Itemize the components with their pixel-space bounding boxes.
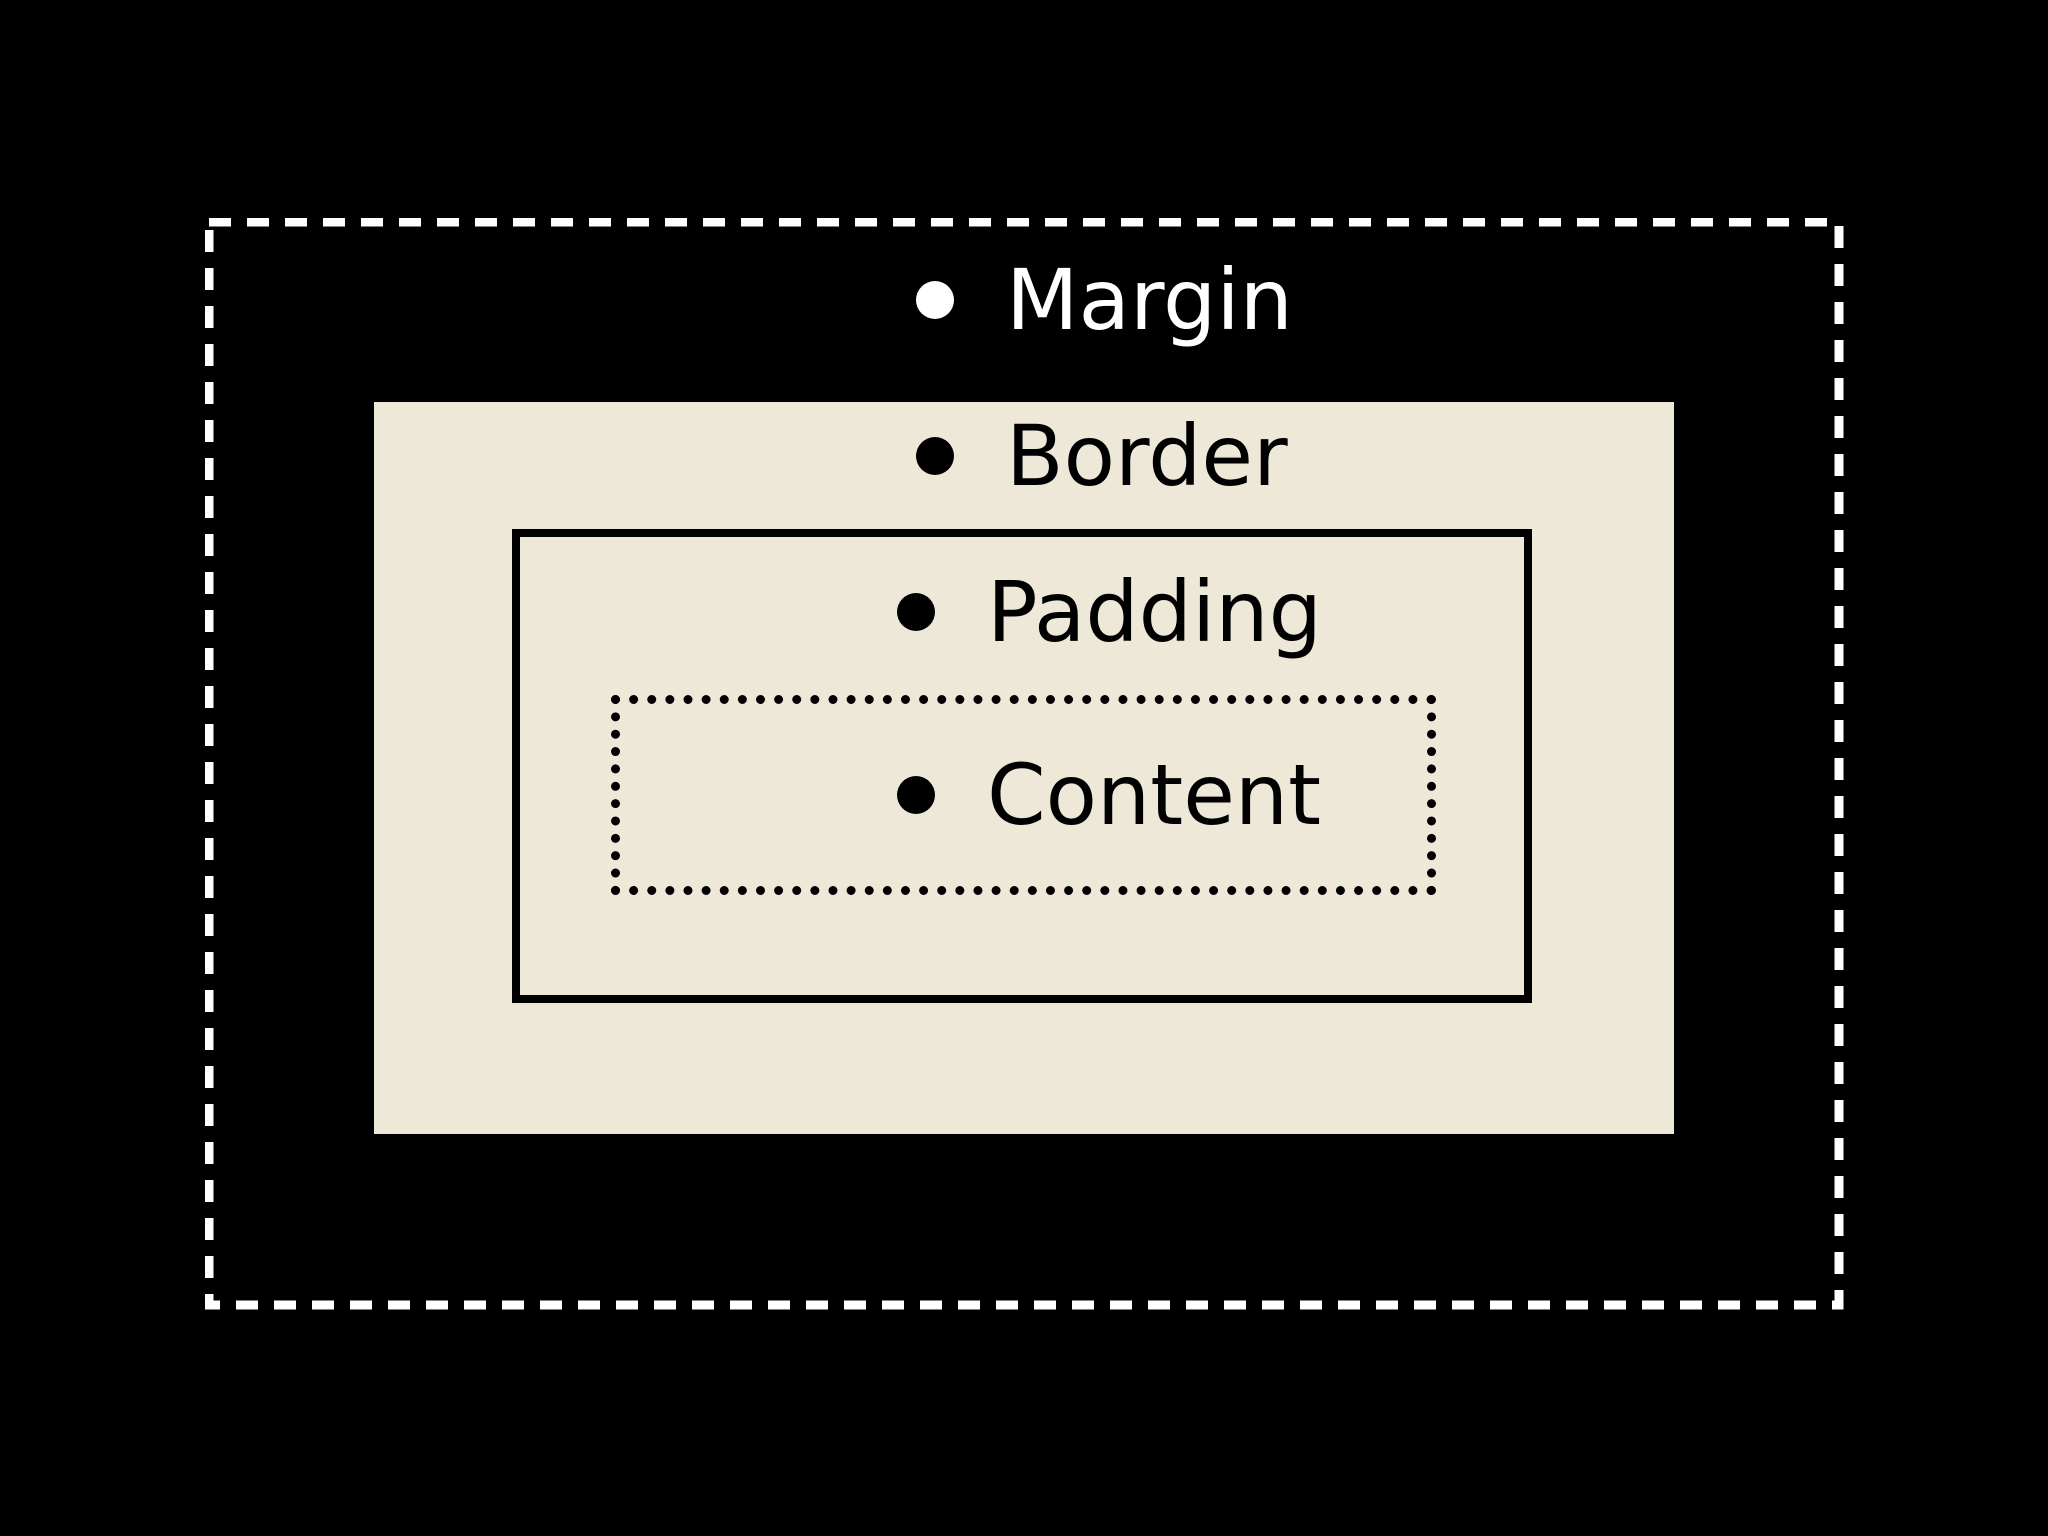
border-area (374, 402, 1674, 1134)
padding-area (512, 529, 1532, 1003)
margin-label: Margin (916, 258, 1293, 342)
bullet-icon (897, 593, 935, 631)
content-area (611, 695, 1436, 895)
padding-label: Padding (897, 570, 1322, 654)
bullet-icon (897, 776, 935, 814)
padding-label-text: Padding (987, 563, 1322, 661)
border-label: Border (916, 414, 1288, 498)
margin-label-text: Margin (1006, 251, 1293, 349)
margin-area (205, 218, 1845, 1311)
margin-dashed-outline (205, 218, 1844, 1310)
bullet-icon (916, 281, 954, 319)
border-label-text: Border (1006, 407, 1288, 505)
bullet-icon (916, 437, 954, 475)
content-label: Content (897, 753, 1321, 837)
content-label-text: Content (987, 746, 1322, 844)
